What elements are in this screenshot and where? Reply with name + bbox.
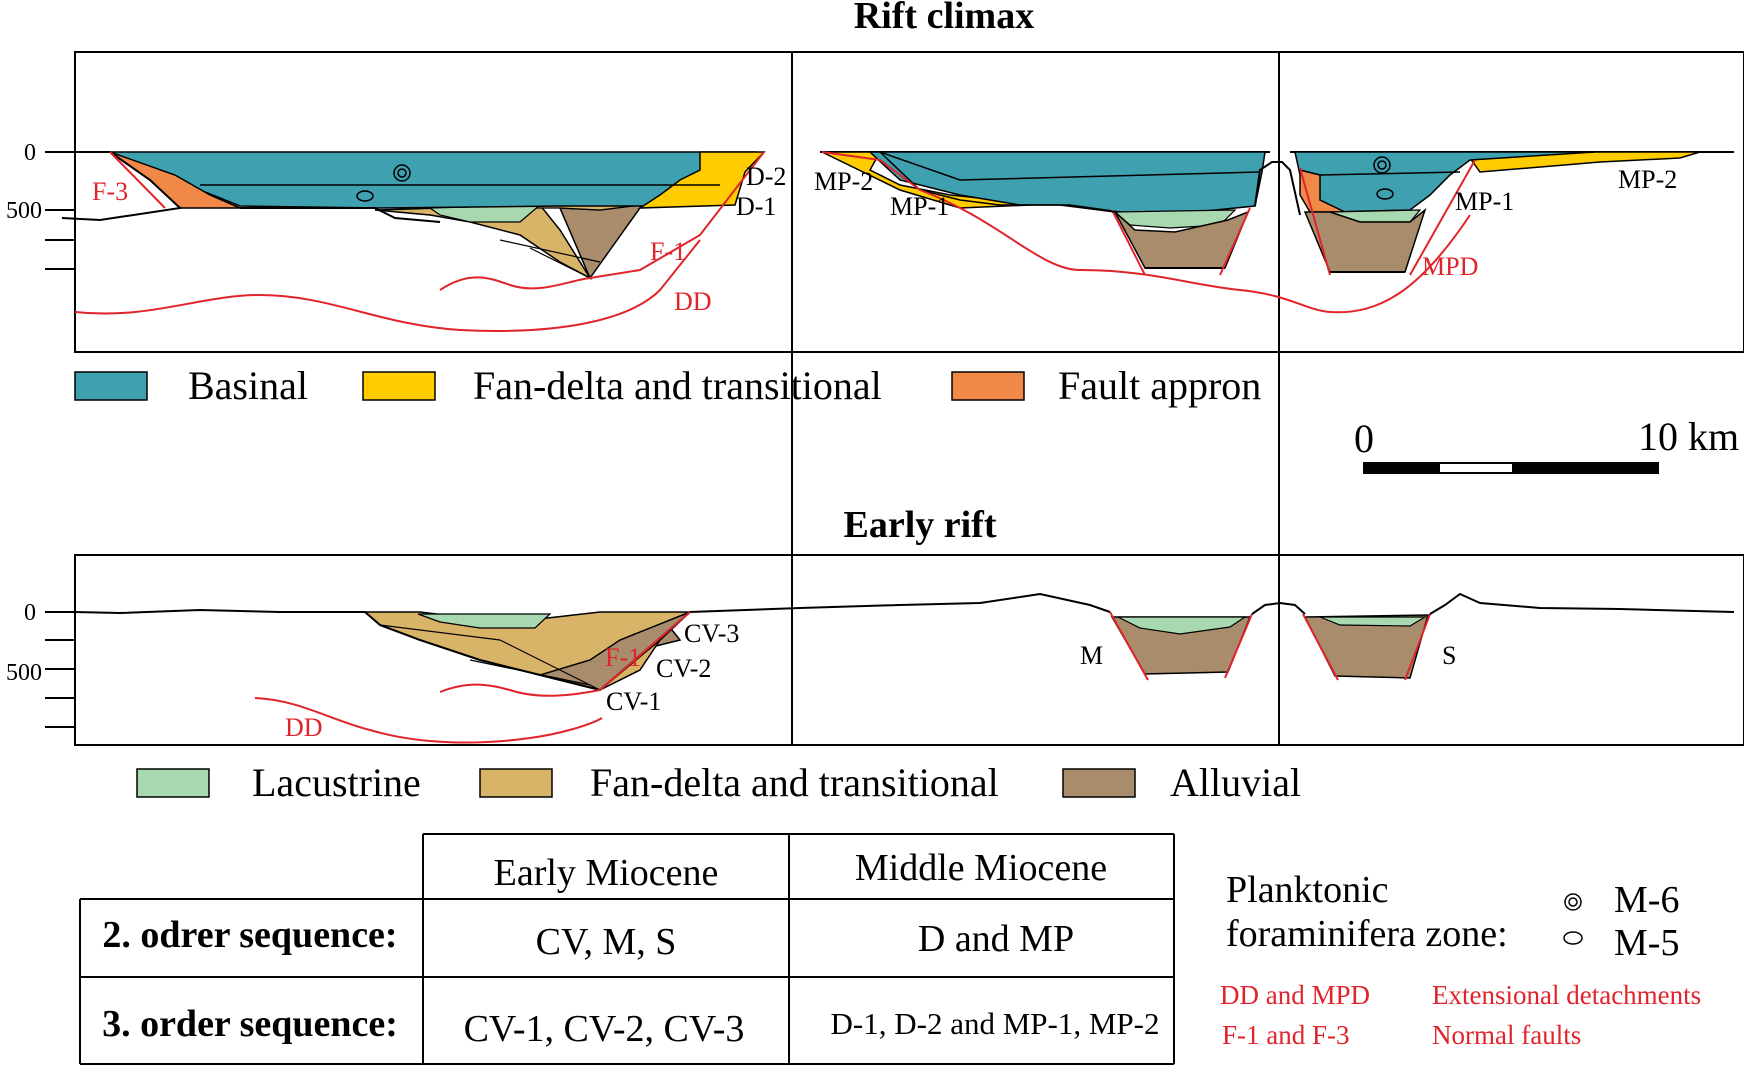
table-row1-early: CV, M, S	[536, 921, 677, 963]
top-right-fault-right	[1409, 159, 1476, 276]
bottom-panel-frame	[74, 554, 1744, 746]
early-rift-panel: 0 500 CV-3 CV-2 CV-1 F-1 DD M S	[6, 554, 1744, 746]
m5-key-icon	[1563, 931, 1583, 945]
label-f1-bottom: F-1	[605, 643, 641, 672]
top-depth-500: 500	[6, 198, 42, 224]
top-middle-lower-contact	[879, 151, 1116, 213]
label-dd-bottom: DD	[285, 713, 323, 742]
label-mp1-left: MP-1	[890, 192, 949, 221]
top-left-surface-line	[61, 151, 183, 222]
top-left-fault-f3	[109, 151, 166, 209]
label-mp2-right: MP-2	[1618, 165, 1677, 194]
label-d1: D-1	[736, 192, 776, 221]
top-depth-0: 0	[24, 140, 36, 166]
bottom-left-detachment-dd	[254, 697, 603, 744]
bottom-s-fault-left	[1302, 613, 1339, 681]
label-dd-top: DD	[674, 287, 712, 316]
rift-climax-panel: 0 500	[6, 51, 1744, 353]
legend-bottom: Lacustrine Fan-delta and transitional Al…	[136, 760, 1301, 805]
scale-bar-start: 0	[1354, 416, 1374, 461]
scale-bar: 0 10 km	[1354, 414, 1739, 474]
legend-label-basinal: Basinal	[188, 363, 308, 408]
legend-swatch-fan-tan	[479, 768, 553, 798]
label-cv3: CV-3	[684, 619, 739, 648]
top-middle-fault-right	[1219, 207, 1251, 276]
legend-label-fan-yellow: Fan-delta and transitional	[473, 363, 882, 408]
label-mpd: MPD	[1422, 252, 1478, 281]
label-d2: D-2	[746, 162, 786, 191]
scale-bar-end: 10 km	[1638, 414, 1739, 459]
faults-key-f1-f3: F-1 and F-3	[1222, 1020, 1350, 1050]
bottom-left-fault-f1	[599, 611, 691, 691]
legend-swatch-lacustrine	[136, 768, 210, 798]
table-row2-middle: D-1, D-2 and MP-1, MP-2	[831, 1006, 1160, 1041]
m6-symbol-left	[393, 164, 411, 182]
top-middle-horst	[1254, 161, 1301, 216]
label-cv2: CV-2	[656, 654, 711, 683]
bottom-m-lacustrine-fill	[1117, 616, 1247, 635]
top-middle-fault-mp	[821, 151, 921, 191]
legend-label-lacustrine: Lacustrine	[252, 760, 421, 805]
legend-swatch-basinal	[74, 371, 148, 401]
legend-swatch-fault-apron	[951, 371, 1025, 401]
faults-val-extensional: Extensional detachments	[1432, 980, 1701, 1010]
bottom-surface-right	[1429, 592, 1735, 615]
top-panel-frame	[74, 51, 1744, 353]
faults-val-normal: Normal faults	[1432, 1020, 1581, 1050]
faults-key-dd-mpd: DD and MPD	[1220, 980, 1370, 1010]
label-mp2-left: MP-2	[814, 167, 873, 196]
bottom-left-lacustrine-fill	[417, 613, 552, 629]
bottom-surface-middle	[1251, 601, 1306, 615]
table-row2-early: CV-1, CV-2, CV-3	[464, 1008, 745, 1050]
label-s: S	[1442, 641, 1456, 670]
bottom-left-fault-small	[439, 683, 601, 697]
sequence-table	[79, 833, 1175, 1065]
m6-key-icon	[1564, 893, 1582, 911]
m6-symbol-right	[1373, 156, 1391, 174]
table-row1-label: 2. odrer sequence:	[102, 914, 397, 956]
top-right-fault-left	[1299, 167, 1331, 276]
foraminifera-line2: foraminifera zone:	[1226, 913, 1508, 955]
bottom-depth-500: 500	[6, 660, 42, 686]
legend-label-fan-tan: Fan-delta and transitional	[590, 760, 999, 805]
table-row1-middle: D and MP	[918, 918, 1074, 960]
top-right-internal-surface	[1319, 171, 1461, 176]
bottom-s-fault-right	[1404, 613, 1431, 681]
top-left-fault-f1	[589, 151, 765, 279]
top-right-detachment-mpd	[919, 189, 1471, 314]
top-middle-internal-surface	[879, 151, 1261, 181]
legend-swatch-alluvial	[1062, 768, 1136, 798]
bottom-surface-left	[74, 592, 1111, 692]
table-header-early-miocene: Early Miocene	[494, 852, 719, 894]
label-mp1-right: MP-1	[1455, 187, 1514, 216]
m5-symbol-left	[356, 190, 374, 202]
bottom-depth-0: 0	[24, 600, 36, 626]
legend-label-fault-apron: Fault appron	[1058, 363, 1261, 408]
top-left-detachment-dd	[74, 239, 701, 332]
bottom-s-lacustrine-fill	[1319, 616, 1428, 627]
foraminifera-line1: Planktonic	[1226, 869, 1389, 911]
title-early-rift: Early rift	[843, 504, 996, 546]
label-f3: F-3	[92, 177, 128, 206]
bottom-depth-axis	[45, 611, 75, 728]
table-row2-label: 3. order sequence:	[102, 1003, 398, 1045]
label-cv1: CV-1	[606, 687, 661, 716]
top-depth-axis	[45, 151, 75, 270]
top-middle-fault-left	[1111, 209, 1146, 276]
bottom-m-fault-left	[1109, 611, 1149, 681]
table-header-middle-miocene: Middle Miocene	[855, 847, 1107, 889]
legend-label-alluvial: Alluvial	[1170, 760, 1301, 805]
title-rift-climax: Rift climax	[854, 0, 1034, 37]
bottom-m-fault-right	[1224, 613, 1253, 679]
foraminifera-m5: M-5	[1614, 922, 1679, 964]
label-f1-top: F-1	[650, 237, 686, 266]
legend-top: Basinal Fan-delta and transitional Fault…	[74, 363, 1261, 408]
foraminifera-m6: M-6	[1614, 879, 1679, 921]
legend-swatch-fan-yellow	[362, 371, 436, 401]
top-left-fault-small	[439, 276, 591, 291]
label-m: M	[1080, 641, 1103, 670]
m5-symbol-right	[1376, 188, 1394, 200]
